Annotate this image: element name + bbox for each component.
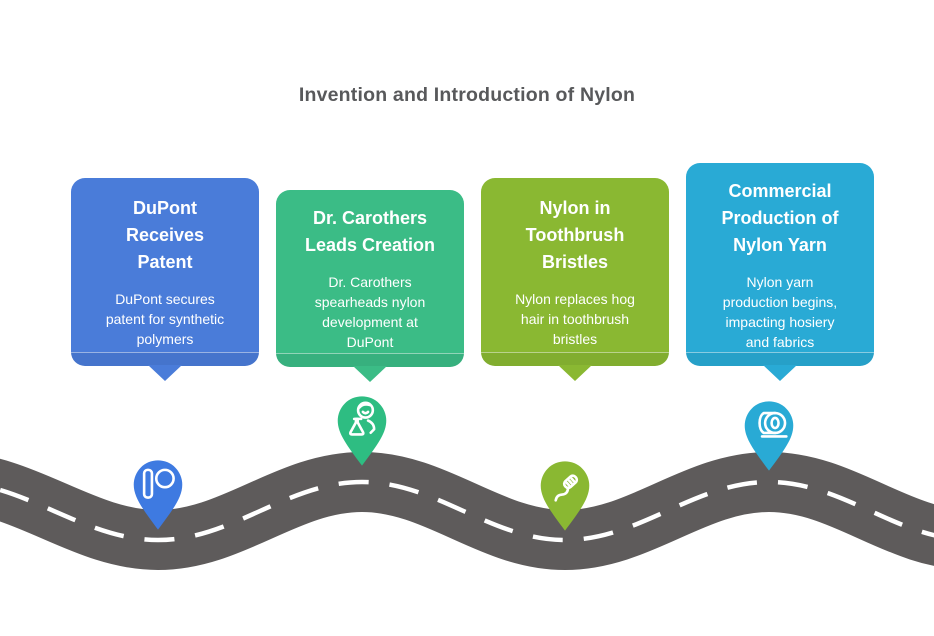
- map-pin-patent: [133, 460, 183, 530]
- card-description: Nylon yarn production begins, impacting …: [722, 273, 838, 350]
- card-pointer-tail: [148, 365, 182, 381]
- patent-document-icon: [142, 468, 175, 499]
- card-description: DuPont secures patent for synthetic poly…: [105, 291, 225, 347]
- card-title: Dr. Carothers Leads Creation: [304, 208, 436, 255]
- map-pin-yarn-roll: [744, 401, 794, 471]
- scientist-icon: [349, 401, 376, 436]
- card-title: Commercial Production of Nylon Yarn: [721, 180, 839, 255]
- milestone-card-toothbrush: Nylon in Toothbrush Bristles Nylon repla…: [481, 178, 669, 381]
- pin-shape: [133, 460, 183, 530]
- card-title: Nylon in Toothbrush Bristles: [525, 198, 625, 272]
- yarn-roll-icon: [758, 411, 788, 438]
- page-title: Invention and Introduction of Nylon: [298, 84, 636, 106]
- milestone-card-dupont-patent: DuPont Receives Patent DuPont secures pa…: [71, 178, 259, 381]
- map-pin-scientist: [337, 396, 387, 466]
- pin-shape: [540, 461, 590, 531]
- card-pointer-tail: [353, 366, 387, 382]
- card-description: Nylon replaces hog hair in toothbrush br…: [515, 291, 635, 347]
- milestone-card-carothers: Dr. Carothers Leads Creation Dr. Carothe…: [276, 190, 464, 382]
- card-pointer-tail: [558, 365, 592, 381]
- card-title: DuPont Receives Patent: [125, 198, 205, 272]
- card-pointer-tail: [763, 365, 797, 381]
- card-description: Dr. Carothers spearheads nylon developme…: [314, 274, 426, 350]
- road-centerline: [0, 479, 934, 543]
- map-pin-toothbrush: [540, 461, 590, 531]
- toothbrush-icon: [554, 474, 579, 502]
- milestone-card-commercial-production: Commercial Production of Nylon Yarn Nylo…: [686, 163, 874, 381]
